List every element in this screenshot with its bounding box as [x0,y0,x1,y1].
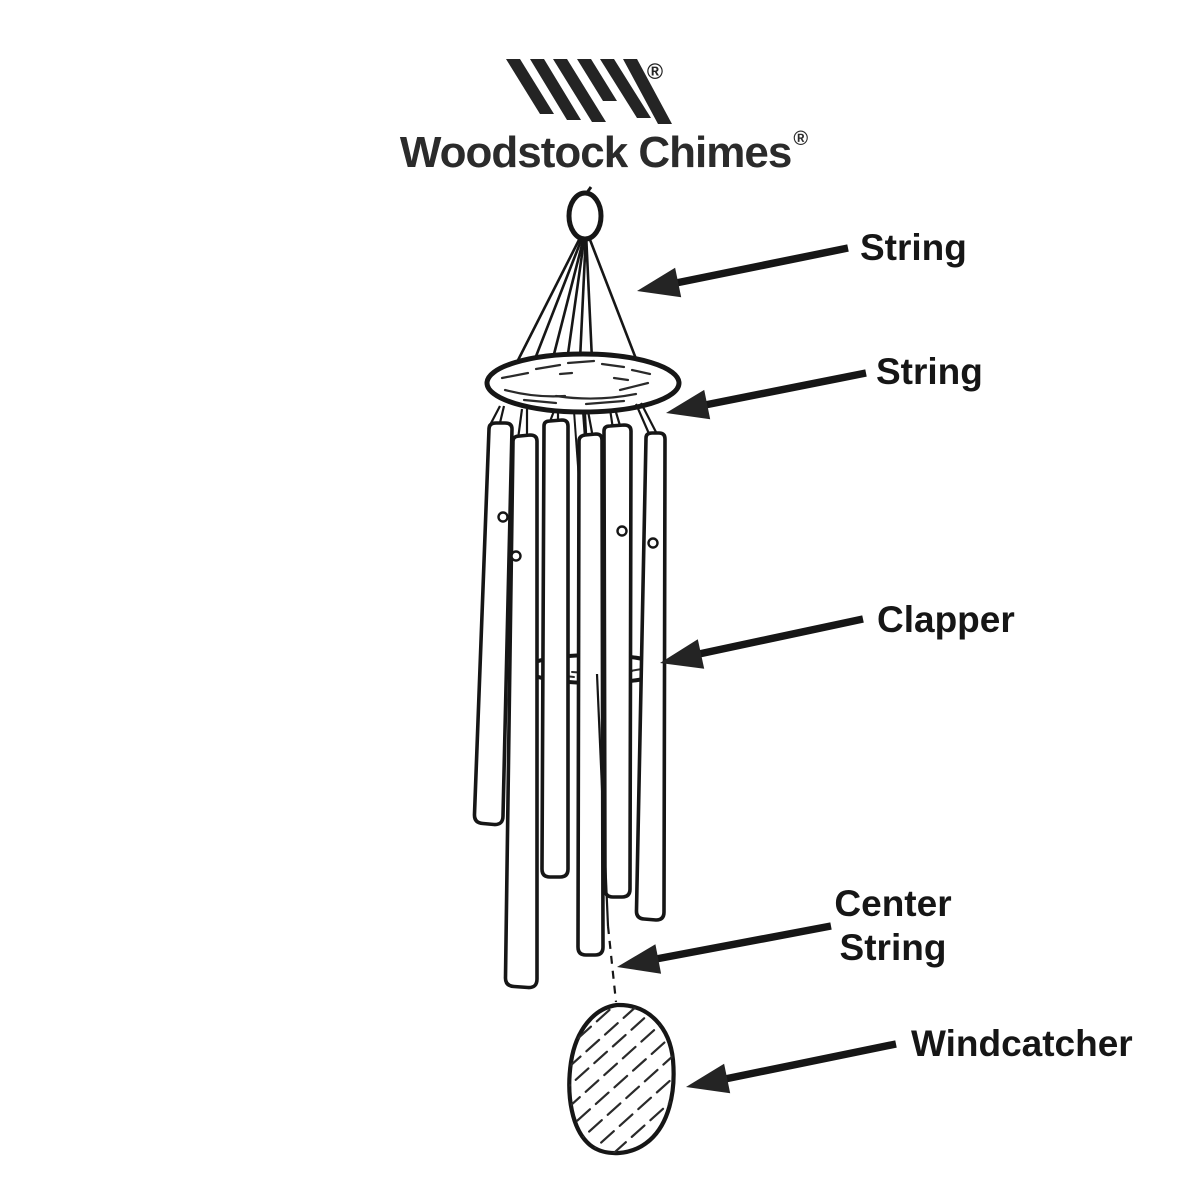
suspension-strings [508,231,640,377]
disc-wood-grain [500,359,652,406]
tube-holes [497,511,659,562]
chime-drawing [472,186,722,1197]
tube-2 [503,433,539,990]
label-windcatcher: Windcatcher [911,1023,1133,1064]
tube-1 [472,421,514,827]
tube-3 [540,418,570,879]
windcatcher [504,986,722,1197]
label-arrows [617,244,897,1094]
label-clapper: Clapper [877,599,1015,640]
label-string-disc: String [876,351,983,392]
registered-trademark: ® [793,128,809,150]
top-disc [484,351,682,415]
chime-tubes [472,418,667,990]
clapper-arrow-icon [660,615,864,669]
tube-4 [576,432,605,957]
label-center-string-line1: Center [834,883,952,924]
woodstock-logo-icon: ® [506,59,672,124]
registered-trademark-icon: ® [647,59,663,84]
label-string-top: String [860,227,967,268]
label-center-string-line2: String [839,927,947,968]
label-center-string: Center String [793,882,993,970]
center-string-arrow-icon [617,922,832,974]
tube-5 [602,423,633,899]
tube-6 [634,431,667,922]
brand-title-text: Woodstock Chimes [399,128,792,177]
string-disc-arrow-icon [666,369,867,420]
hanging-ring [566,186,604,242]
windcatcher-arrow-icon [686,1040,897,1094]
brand-title: Woodstock Chimes® [0,128,1200,178]
string-top-arrow-icon [637,244,849,298]
center-string [595,673,618,1003]
